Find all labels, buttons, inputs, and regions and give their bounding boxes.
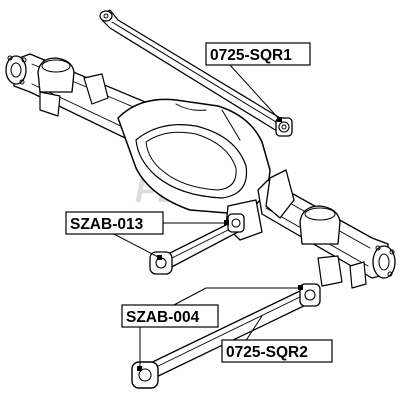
svg-text:0725-SQR1: 0725-SQR1	[210, 47, 292, 64]
label-0725-sqr1: 0725-SQR1	[205, 42, 311, 66]
upper-link-arm	[99, 9, 293, 137]
leader-marker-sqr1	[277, 117, 282, 122]
leader-marker-szab013-rear	[157, 255, 162, 260]
long-arm-rear-bushing	[131, 361, 159, 389]
short-arm-front-bushing	[227, 213, 245, 233]
long-arm-front-bushing	[299, 283, 321, 307]
label-szab-004: SZAB-004	[121, 304, 219, 328]
label-szab-013: SZAB-013	[65, 211, 164, 235]
long-lower-arm	[131, 283, 321, 389]
svg-text:SZAB-013: SZAB-013	[70, 216, 144, 233]
short-lower-arm	[149, 213, 245, 275]
label-0725-sqr2: 0725-SQR2	[221, 339, 333, 363]
leader-marker-szab013-front	[224, 220, 229, 225]
short-arm-rear-bushing	[149, 251, 173, 275]
upper-link-bushing	[275, 117, 293, 137]
axle-housing	[5, 53, 396, 289]
svg-text:0725-SQR2: 0725-SQR2	[226, 344, 308, 361]
leader-marker-szab004-front	[298, 285, 303, 290]
leader-lines	[109, 63, 303, 371]
svg-text:SZAB-004: SZAB-004	[126, 309, 200, 326]
leader-marker-szab004-rear	[137, 366, 142, 371]
